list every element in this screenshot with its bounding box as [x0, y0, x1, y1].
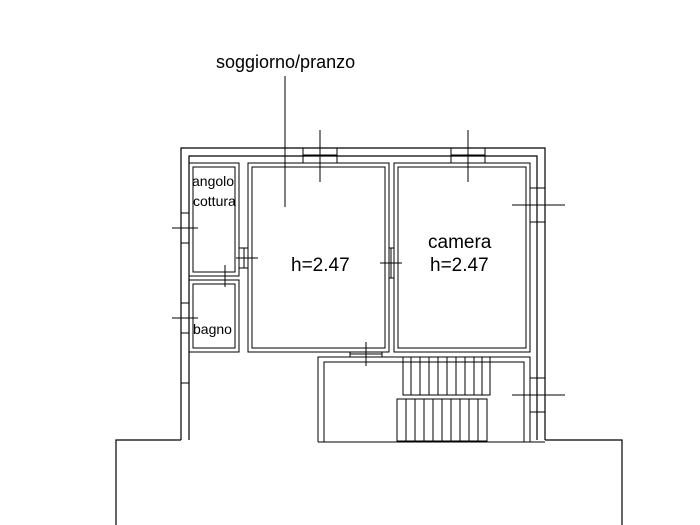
room-bagno: [188, 279, 240, 353]
stairs-upper: [402, 356, 491, 396]
angolo-label-line1: angolo: [192, 173, 234, 189]
door-marks: [219, 247, 402, 366]
soggiorno-label: soggiorno/pranzo: [216, 52, 355, 72]
angolo-label-line2: cottura: [193, 193, 236, 209]
window-top-soggiorno: [302, 130, 338, 182]
window-left-angolo: [172, 212, 198, 244]
window-right-stairs: [512, 377, 565, 413]
camera-height-label: h=2.47: [430, 255, 489, 276]
stairs-lower: [396, 398, 488, 442]
window-top-camera: [450, 130, 486, 182]
soggiorno-height-label: h=2.47: [291, 255, 350, 276]
window-left-bagno: [172, 302, 198, 334]
bagno-label: bagno: [193, 321, 232, 337]
window-right-camera: [512, 187, 565, 223]
camera-label: camera: [428, 232, 492, 253]
